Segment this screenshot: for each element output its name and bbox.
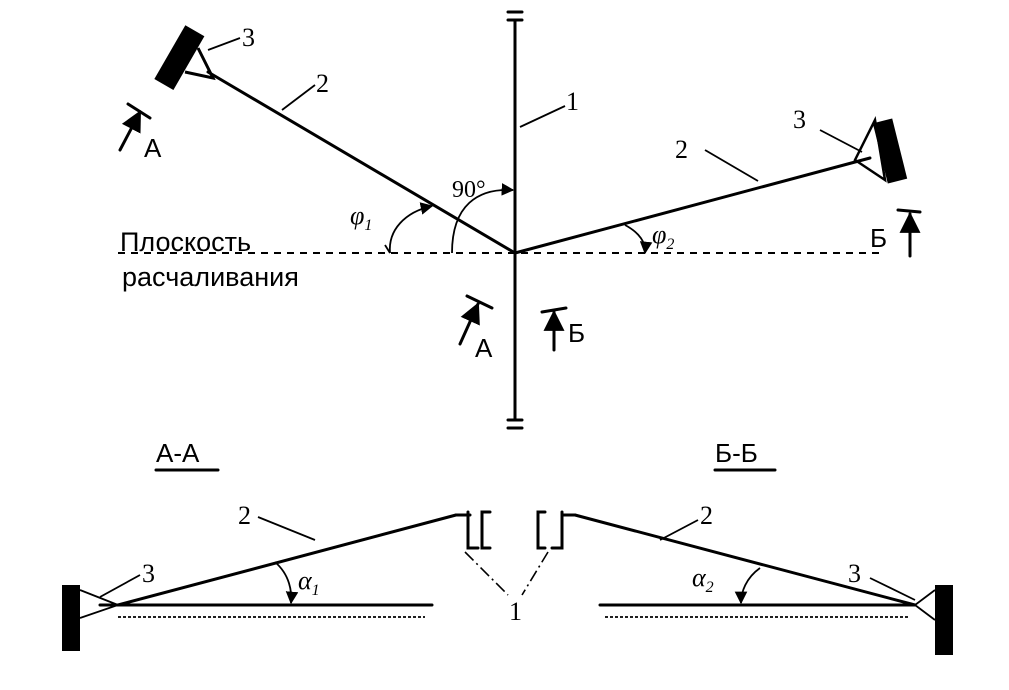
plane-label-line2: расчаливания [122, 262, 299, 292]
angle-arc-90 [451, 183, 515, 254]
section-AA-title: А-А [156, 438, 200, 468]
label-anchor-AA: 3 [142, 559, 155, 588]
label-guy-BB: 2 [700, 501, 713, 530]
label-anchor-BB: 3 [848, 559, 861, 588]
view-arrow-B-right: Б [870, 208, 922, 258]
alpha2-label: α2 [692, 563, 714, 596]
label-guy-AA: 2 [238, 501, 251, 530]
angle-arc-phi2 [624, 224, 653, 255]
angle-arc-phi1 [389, 202, 434, 254]
guy-wire-AA [116, 513, 458, 607]
angle-90-label: 90° [452, 177, 486, 203]
view-B-label: Б [870, 223, 887, 253]
label-mast: 1 [566, 87, 579, 116]
section-BB: Б-Б 2 3 α2 [536, 438, 953, 655]
alpha1-label: α1 [298, 566, 320, 599]
guy-wire-left [206, 70, 517, 255]
mast-label-sections: 1 [464, 551, 549, 626]
view-A-bottom-label: А [475, 333, 493, 363]
guy-wire-BB [573, 513, 917, 607]
section-AA: А-А 2 3 α1 [62, 438, 492, 651]
angle-arc-alpha1 [274, 561, 299, 605]
label-anchor-left: 3 [242, 23, 255, 52]
anchor-block-left [62, 585, 80, 651]
anchor-right: 3 [793, 105, 908, 184]
view-A-label: А [144, 133, 162, 163]
view-arrow-A-bottom: А [458, 294, 494, 363]
label-anchor-right: 3 [793, 105, 806, 134]
label-guy-right: 2 [675, 135, 688, 164]
section-BB-title: Б-Б [715, 438, 758, 468]
view-arrow-A-left: А [118, 102, 162, 163]
anchor-block-right [935, 585, 953, 655]
label-guy-left: 2 [316, 69, 329, 98]
plan-view: I I 1 Плоскость расчаливания 2 3 2 3 [118, 10, 922, 430]
guy-wire-right [513, 156, 872, 255]
anchor-left: 3 [154, 23, 255, 90]
view-arrow-B-bottom: Б [540, 306, 585, 352]
section-mark-bottom: I [506, 417, 507, 419]
phi1-label: φ1 [350, 201, 372, 234]
section-mark-top: I [506, 39, 507, 41]
phi2-label: φ2 [652, 220, 674, 253]
label-mast-sections: 1 [509, 597, 522, 626]
plane-label-line1: Плоскость [120, 227, 251, 257]
view-B-bottom-label: Б [568, 318, 585, 348]
angle-arc-alpha2 [734, 567, 761, 605]
